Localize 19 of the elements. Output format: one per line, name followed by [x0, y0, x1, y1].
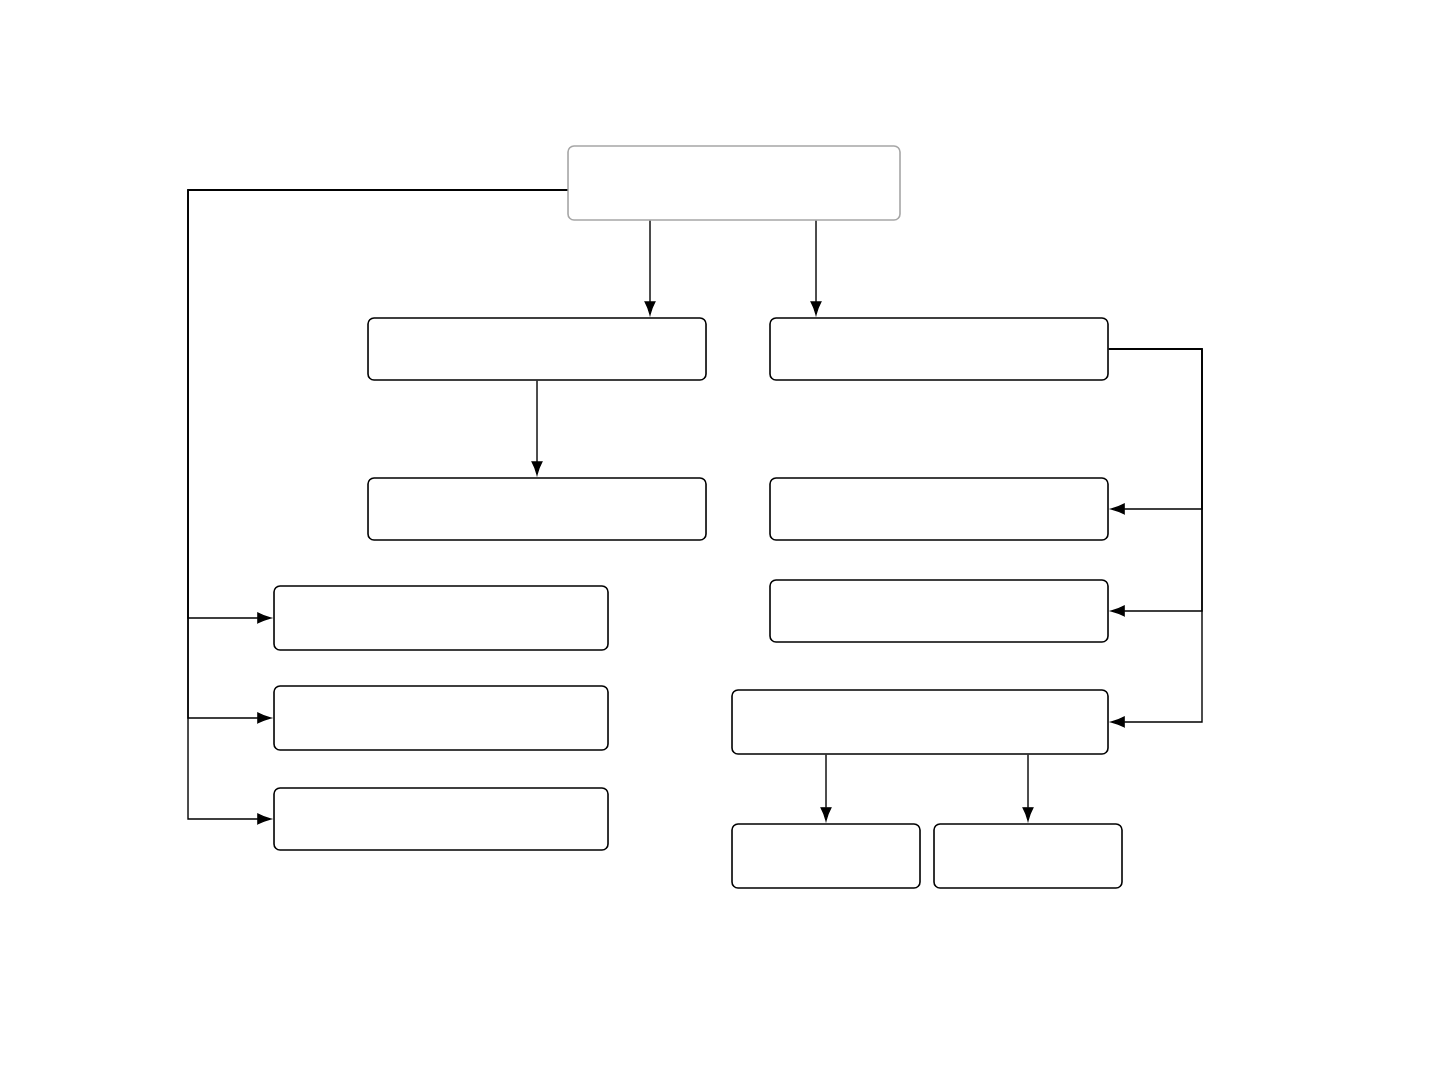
process-box [769, 317, 1109, 381]
process-box [273, 787, 609, 851]
process-box [567, 145, 901, 221]
arrow [187, 189, 568, 825]
process-box [769, 477, 1109, 541]
arrow [820, 754, 832, 821]
process-box [769, 579, 1109, 643]
process-box [273, 585, 609, 651]
arrow [531, 380, 543, 475]
arrow [644, 220, 656, 315]
process-box [731, 689, 1109, 755]
process-box [367, 477, 707, 541]
process-box [731, 823, 921, 889]
process-box [273, 685, 609, 751]
arrow [1108, 348, 1203, 728]
process-box [933, 823, 1123, 889]
arrow [810, 220, 822, 315]
arrow [1022, 754, 1034, 821]
process-box [367, 317, 707, 381]
